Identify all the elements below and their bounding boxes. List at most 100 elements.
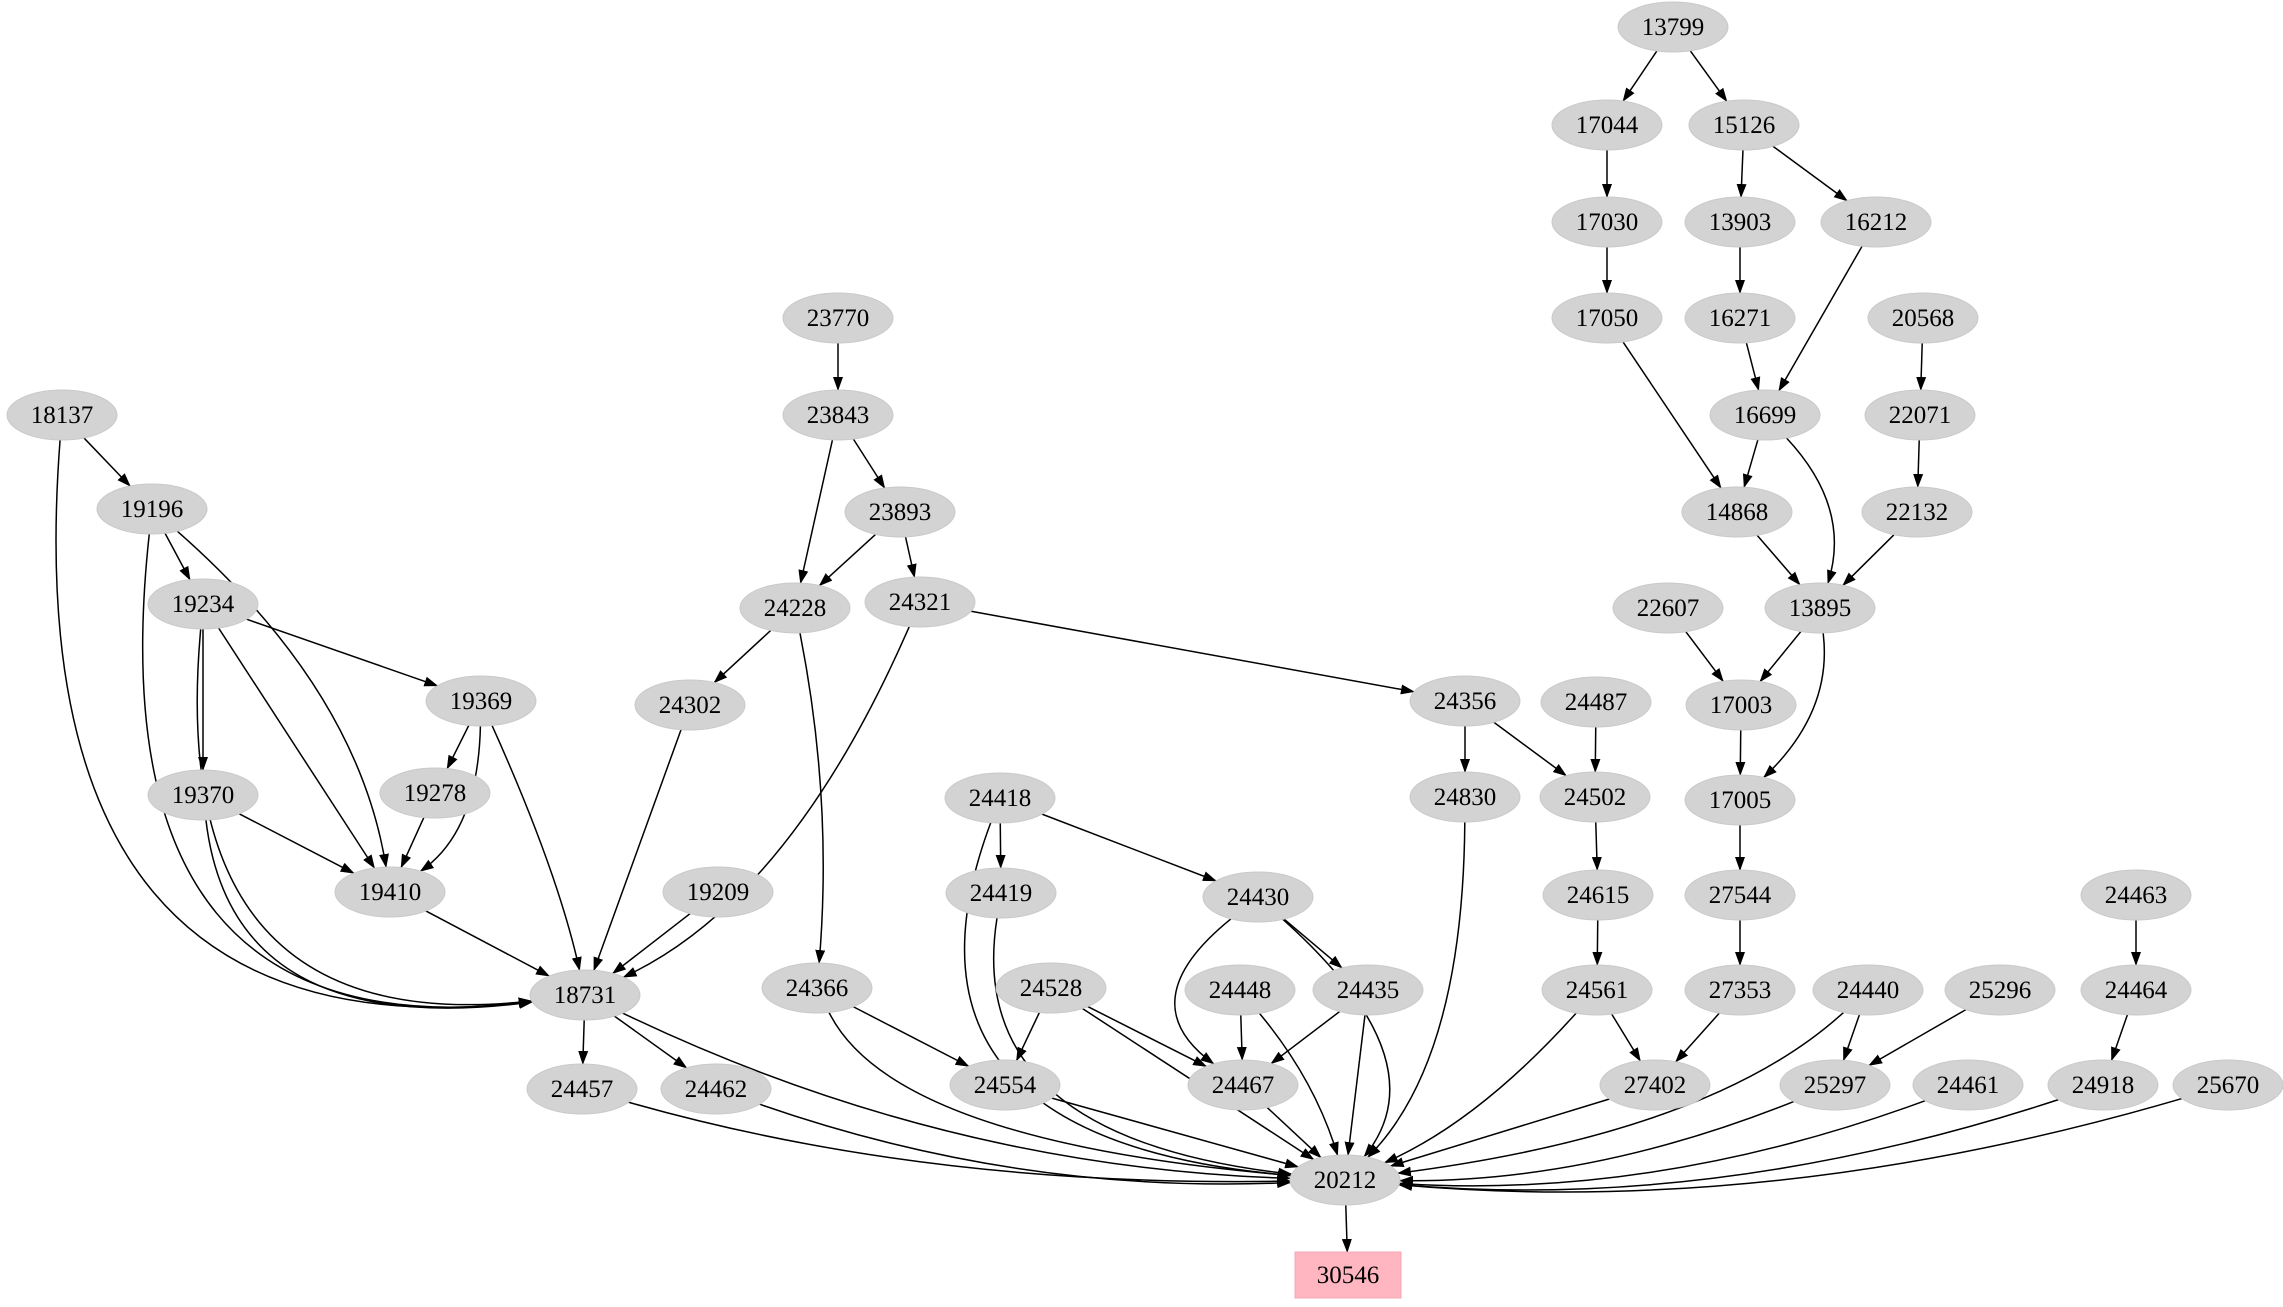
node-24430: 24430 xyxy=(1202,871,1314,923)
node-19370: 19370 xyxy=(147,769,259,821)
edge-24321-24356 xyxy=(970,610,1415,695)
edge-18731-24457 xyxy=(578,1019,589,1065)
node-shape xyxy=(662,866,774,918)
edge-19234-18731 xyxy=(196,628,533,1008)
node-label: 24502 xyxy=(1564,784,1627,811)
node-shape xyxy=(1861,486,1973,538)
edge-19196-19234 xyxy=(164,532,191,581)
edge-19196-19410 xyxy=(176,530,389,869)
node-shape xyxy=(526,1063,638,1115)
node-shape xyxy=(1551,196,1663,248)
node-label: 24418 xyxy=(969,785,1032,812)
edge-24430-24435 xyxy=(1283,918,1343,969)
node-25670: 25670 xyxy=(2172,1059,2283,1111)
node-24356: 24356 xyxy=(1409,675,1521,727)
node-label: 24461 xyxy=(1937,1072,2000,1099)
edge-22132-13895 xyxy=(1842,534,1895,586)
edge-24448-20212 xyxy=(1258,1012,1339,1157)
edge-24528-24554 xyxy=(1015,1012,1041,1062)
node-label: 25296 xyxy=(1969,977,2032,1004)
node-22607: 22607 xyxy=(1612,582,1724,634)
edge-16271-16699 xyxy=(1745,342,1761,392)
edge-16699-14868 xyxy=(1742,439,1759,489)
node-shape xyxy=(1202,871,1314,923)
edge-22071-22132 xyxy=(1913,439,1924,489)
edge-18731-24462 xyxy=(613,1015,688,1069)
node-shape xyxy=(761,962,873,1014)
node-label: 19410 xyxy=(359,879,422,906)
edge-24440-25297 xyxy=(1842,1014,1861,1062)
edge-15126-16212 xyxy=(1772,145,1848,202)
edge-19370-19410 xyxy=(238,813,355,874)
edge-13799-15126 xyxy=(1689,50,1728,103)
edge-24430-20212 xyxy=(1282,918,1391,1158)
node-label: 17005 xyxy=(1709,787,1772,814)
node-label: 27353 xyxy=(1709,977,1772,1004)
node-shape xyxy=(1551,99,1663,151)
edge-19369-19410 xyxy=(419,725,482,872)
node-19209: 19209 xyxy=(662,866,774,918)
node-27353: 27353 xyxy=(1684,964,1796,1016)
node-label: 24463 xyxy=(2105,882,2168,909)
node-shape xyxy=(949,1059,1061,1111)
node-label: 24615 xyxy=(1567,882,1630,909)
edge-24502-24615 xyxy=(1591,821,1602,872)
node-24418: 24418 xyxy=(944,772,1056,824)
node-shape xyxy=(147,578,259,630)
node-label: 24302 xyxy=(659,692,722,719)
node-label: 19234 xyxy=(172,591,235,618)
edge-24464-24918 xyxy=(2110,1014,2129,1062)
node-24487: 24487 xyxy=(1540,676,1652,728)
node-24464: 24464 xyxy=(2080,964,2192,1016)
node-label: 24356 xyxy=(1434,688,1497,715)
node-shape xyxy=(2080,964,2192,1016)
edge-27402-20212 xyxy=(1389,1098,1610,1167)
node-shape xyxy=(1540,676,1652,728)
node-shape xyxy=(96,483,208,535)
node-shape xyxy=(1684,292,1796,344)
edge-24302-18731 xyxy=(593,729,682,972)
edge-24918-20212 xyxy=(1398,1098,2059,1191)
node-16212: 16212 xyxy=(1820,196,1932,248)
node-shape xyxy=(1912,1059,2024,1111)
node-shape xyxy=(1541,964,1653,1016)
node-23770: 23770 xyxy=(782,292,894,344)
edge-24467-20212 xyxy=(1266,1106,1322,1159)
edge-19234-19369 xyxy=(246,618,439,687)
node-label: 14868 xyxy=(1706,499,1769,526)
node-19369: 19369 xyxy=(425,675,537,727)
node-label: 24435 xyxy=(1337,977,1400,1004)
node-shape xyxy=(1684,964,1796,1016)
edge-24528-24467 xyxy=(1087,1005,1208,1068)
node-shape xyxy=(1812,964,1924,1016)
node-shape xyxy=(425,675,537,727)
edge-24321-18731 xyxy=(622,626,910,978)
node-17050: 17050 xyxy=(1551,292,1663,344)
edge-15126-13903 xyxy=(1736,149,1747,199)
node-label: 24554 xyxy=(974,1072,1037,1099)
node-24830: 24830 xyxy=(1409,771,1521,823)
node-25296: 25296 xyxy=(1944,964,2056,1016)
node-shape xyxy=(844,486,956,538)
node-label: 13895 xyxy=(1789,595,1852,622)
node-24561: 24561 xyxy=(1541,964,1653,1016)
node-shape xyxy=(1539,771,1651,823)
edge-22607-17003 xyxy=(1685,631,1724,683)
node-24463: 24463 xyxy=(2080,869,2192,921)
node-label: 24528 xyxy=(1020,975,1083,1002)
node-shape xyxy=(1681,486,1793,538)
node-24615: 24615 xyxy=(1542,869,1654,921)
node-shape xyxy=(147,769,259,821)
node-shape xyxy=(634,679,746,731)
edge-24366-24554 xyxy=(853,1006,970,1067)
node-label: 19370 xyxy=(172,782,235,809)
node-label: 25670 xyxy=(2197,1072,2260,1099)
edge-24435-24467 xyxy=(1270,1010,1341,1065)
node-shape xyxy=(1542,869,1654,921)
edge-25670-20212 xyxy=(1397,1097,2183,1193)
edge-23843-23893 xyxy=(852,438,886,489)
node-shape xyxy=(1944,964,2056,1016)
node-label: 24448 xyxy=(1209,977,1272,1004)
node-label: 27402 xyxy=(1624,1072,1687,1099)
